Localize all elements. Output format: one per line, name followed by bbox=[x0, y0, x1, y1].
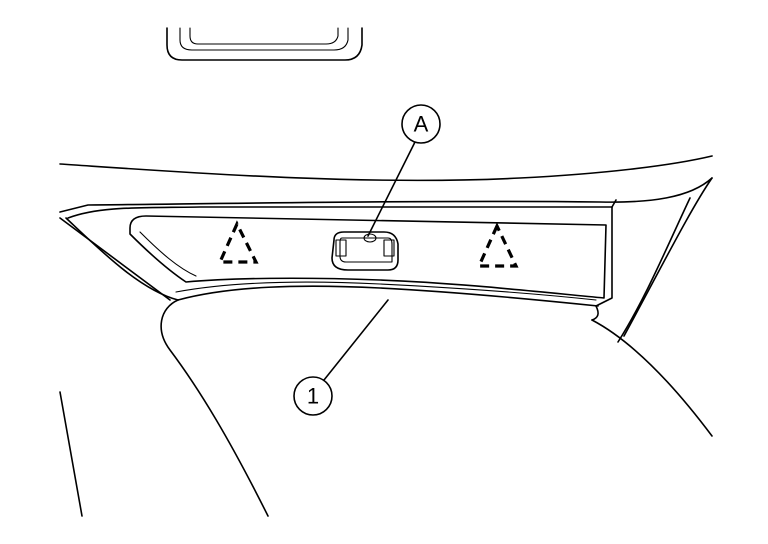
callout-1-circle bbox=[293, 376, 333, 416]
callout-a-label: A bbox=[414, 112, 429, 137]
trim-panel bbox=[59, 177, 713, 307]
right-clip-marker bbox=[476, 222, 519, 268]
callout-a-circle bbox=[401, 104, 441, 144]
clip-fastener bbox=[331, 231, 399, 271]
callout-a-leader bbox=[367, 139, 417, 237]
callout-1-label: 1 bbox=[307, 384, 319, 409]
headliner-edge bbox=[59, 155, 713, 182]
overhead-console bbox=[166, 27, 363, 61]
lower-trim bbox=[59, 217, 269, 517]
left-clip-marker bbox=[217, 220, 259, 264]
right-pillar bbox=[591, 177, 713, 437]
callout-1-leader bbox=[323, 299, 389, 381]
